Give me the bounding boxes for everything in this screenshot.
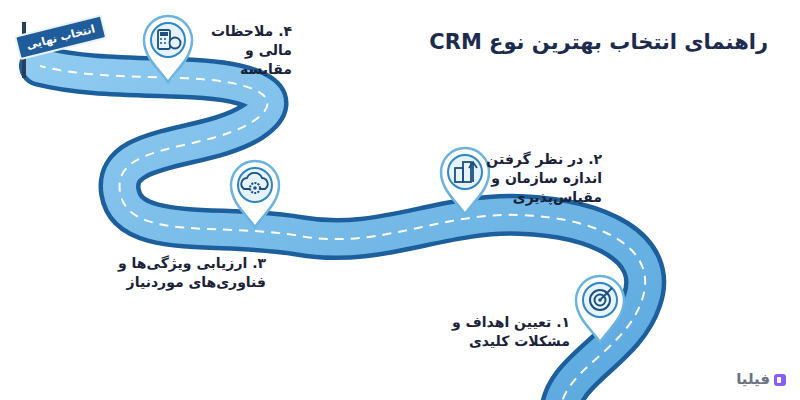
road-edge [40,66,645,400]
step-label: ۳. ارزیابی ویژگی‌ها و فناوری‌های موردنیا… [116,254,266,292]
step-label: ۲. در نظر گرفتن اندازه سازمان و مقیاس‌پذ… [472,150,602,207]
watermark-logo [774,374,786,386]
pin-growth [441,148,489,214]
title: راهنمای انتخاب بهترین نوع CRM [429,30,768,54]
step-label: ۱. تعیین اهداف و مشکلات کلیدی [430,313,570,351]
step-label: ۴. ملاحظات مالی و مقایسه [192,22,292,79]
pin-target [576,276,624,342]
pin-gear [231,161,279,227]
pin-calculator [144,16,192,82]
watermark: فیلیا [736,370,770,388]
road-centerline [40,66,645,400]
road-surface [40,66,645,400]
sign-text: انتخاب نهایی [25,22,96,52]
